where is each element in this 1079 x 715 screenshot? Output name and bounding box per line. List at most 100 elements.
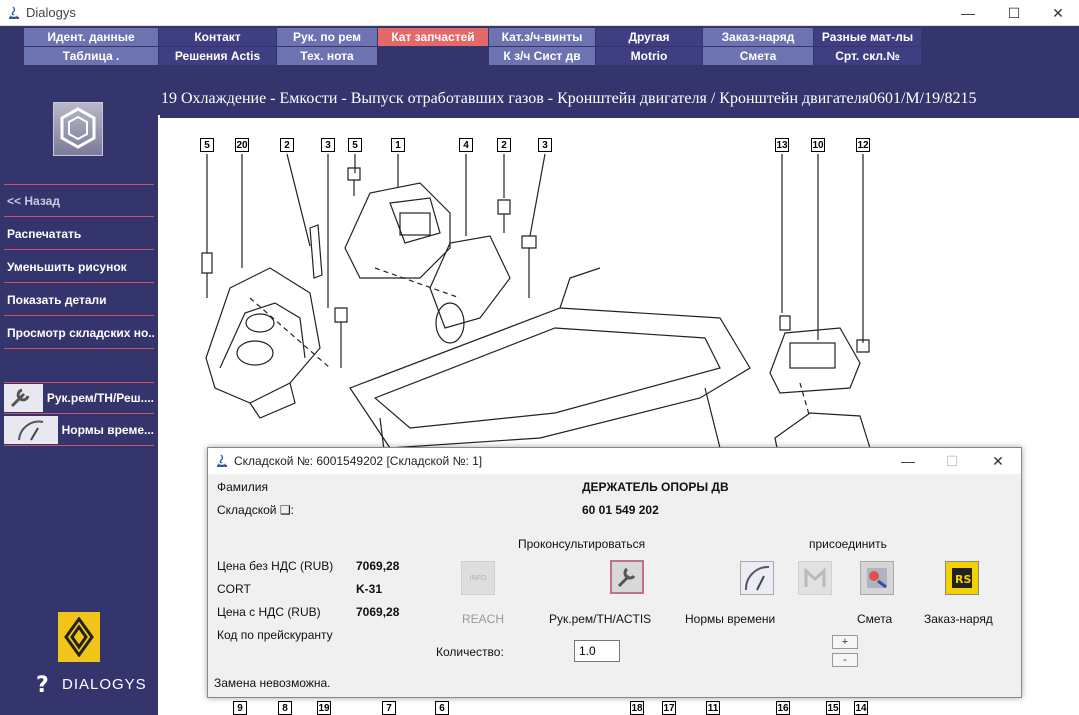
callout-10[interactable]: 10 (811, 138, 825, 152)
question-mark-icon: ? (36, 673, 49, 696)
callout-19[interactable]: 19 (317, 701, 331, 715)
callout-17[interactable]: 17 (662, 701, 676, 715)
cort-value: K-31 (356, 582, 383, 596)
menu-parts-catalog[interactable]: Кат запчастей (378, 28, 488, 46)
price-net-value: 7069,28 (356, 559, 400, 573)
status-message: Замена невозможна. (214, 676, 331, 690)
renault-logo-icon (58, 612, 100, 662)
dialog-close-button[interactable]: ✕ (992, 452, 1004, 469)
callout-11[interactable]: 11 (706, 701, 720, 715)
sidebar-divider (4, 382, 154, 383)
cort-label: CORT (217, 582, 251, 596)
dialogys-logo: ? DIALOGYS (34, 672, 147, 696)
dialog-titlebar: Складской №: 6001549202 [Складской №: 1]… (208, 448, 1021, 474)
motrio-button (798, 561, 832, 595)
dialog-maximize-button: ☐ (945, 452, 959, 469)
reach-label: REACH (462, 612, 505, 626)
sidebar-divider (4, 184, 154, 185)
callout-20[interactable]: 20 (235, 138, 249, 152)
menu-parts-screws[interactable]: Кат.з/ч-винты (489, 28, 595, 46)
menu-repair-manual[interactable]: Рук. по рем (277, 28, 377, 46)
window-titlebar: Dialogys — ☐ ✕ (0, 0, 1079, 26)
work-order-label: Заказ-наряд (924, 612, 993, 626)
estimate-button[interactable] (860, 561, 894, 595)
family-value: ДЕРЖАТЕЛЬ ОПОРЫ ДВ (582, 480, 729, 494)
actis-button[interactable] (610, 560, 644, 594)
minimize-button[interactable]: — (961, 5, 975, 21)
callout-7[interactable]: 7 (382, 701, 396, 715)
window-title: Dialogys (26, 5, 76, 20)
quantity-increment-button[interactable]: + (832, 635, 858, 649)
callout-2b[interactable]: 2 (497, 138, 511, 152)
menu-vehicle-id[interactable]: Идент. данные (24, 28, 158, 46)
clock-icon (744, 565, 770, 591)
menu-engine-system-parts[interactable]: К з/ч Сист дв (489, 47, 595, 65)
show-details-link[interactable]: Показать детали (4, 284, 154, 316)
brand-name: DIALOGYS (62, 675, 147, 693)
time-norms-tool-label: Нормы време... (61, 423, 154, 437)
callout-13[interactable]: 13 (775, 138, 789, 152)
menu-actis-solutions[interactable]: Решения Actis (159, 47, 276, 65)
work-order-icon: RS (952, 568, 972, 588)
callout-15[interactable]: 15 (826, 701, 840, 715)
callout-14[interactable]: 14 (854, 701, 868, 715)
dialog-minimize-button[interactable]: — (901, 453, 915, 469)
price-vat-label: Цена с НДС (RUB) (217, 605, 321, 619)
back-link[interactable]: << Назад (4, 185, 154, 217)
callout-9[interactable]: 9 (233, 701, 247, 715)
consult-label: Проконсультироваться (518, 537, 646, 551)
callout-6[interactable]: 6 (435, 701, 449, 715)
zoom-out-link[interactable]: Уменьшить рисунок (4, 251, 154, 283)
callout-5b[interactable]: 5 (348, 138, 362, 152)
svg-text:RS: RS (955, 573, 971, 586)
java-app-icon (9, 6, 19, 19)
callout-18[interactable]: 18 (630, 701, 644, 715)
repair-manual-tool-label: Рук.рем/ТН/Реш.... (46, 391, 154, 405)
repair-manual-tool[interactable]: Рук.рем/ТН/Реш.... (4, 383, 154, 414)
quantity-decrement-button[interactable]: - (832, 653, 858, 667)
time-norms-label: Нормы времени (685, 612, 776, 626)
attach-label: присоединить (809, 537, 887, 551)
wrench-icon (4, 384, 43, 412)
print-link[interactable]: Распечатать (4, 218, 154, 250)
callout-12[interactable]: 12 (856, 138, 870, 152)
menu-stock-sort[interactable]: Срт. скл.№ (814, 47, 921, 65)
callout-3b[interactable]: 3 (538, 138, 552, 152)
menu-other[interactable]: Другая (596, 28, 702, 46)
time-norms-tool[interactable]: Нормы време... (4, 415, 154, 446)
menu-contact[interactable]: Контакт (159, 28, 276, 46)
callout-4[interactable]: 4 (459, 138, 473, 152)
view-stock-link[interactable]: Просмотр складских но... (4, 317, 154, 349)
menu-motrio[interactable]: Motrio (596, 47, 702, 65)
stock-value: 60 01 549 202 (582, 503, 659, 517)
motrio-logo-icon (804, 567, 826, 587)
exploded-view-drawing (201, 153, 871, 479)
time-norms-button[interactable] (740, 561, 774, 595)
work-order-button[interactable]: RS (945, 561, 979, 595)
reach-icon: INFO (469, 574, 487, 582)
callout-5[interactable]: 5 (200, 138, 214, 152)
price-vat-value: 7069,28 (356, 605, 400, 619)
callout-2[interactable]: 2 (280, 138, 294, 152)
actis-label: Рук.рем/ТН/ACTIS (549, 612, 652, 626)
clock-icon (4, 416, 58, 444)
menu-misc-materials[interactable]: Разные мат-лы (814, 28, 921, 46)
breadcrumb: 19 Охлаждение - Емкости - Выпуск отработ… (161, 90, 977, 108)
menu-tech-note[interactable]: Тех. нота (277, 47, 377, 65)
estimate-label: Смета (857, 612, 893, 626)
callout-16[interactable]: 16 (776, 701, 790, 715)
menu-work-order[interactable]: Заказ-наряд (703, 28, 813, 46)
menu-estimate[interactable]: Смета (703, 47, 813, 65)
wrench-icon (617, 567, 636, 588)
close-button[interactable]: ✕ (1052, 4, 1064, 21)
callout-8[interactable]: 8 (278, 701, 292, 715)
callout-1[interactable]: 1 (391, 138, 405, 152)
callout-3[interactable]: 3 (321, 138, 335, 152)
price-net-label: Цена без НДС (RUB) (217, 559, 334, 573)
main-menu: Идент. данные Контакт Рук. по рем Кат за… (24, 28, 921, 65)
maximize-button[interactable]: ☐ (1007, 4, 1021, 21)
estimate-icon (867, 568, 887, 589)
quantity-input[interactable] (574, 640, 620, 662)
menu-table[interactable]: Таблица . (24, 47, 158, 65)
quantity-label: Количество: (436, 645, 504, 659)
